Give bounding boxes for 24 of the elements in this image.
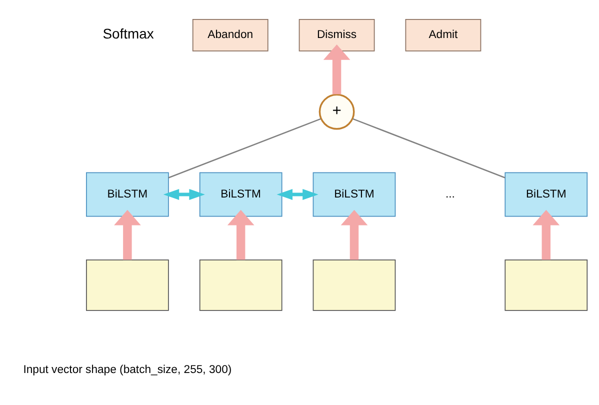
node-box: BiLSTM	[199, 172, 282, 217]
arrow	[323, 44, 350, 94]
node-box: BiLSTM	[86, 172, 169, 217]
label: ...	[445, 188, 455, 200]
node-box: Dismiss	[298, 19, 375, 52]
arrow	[227, 210, 254, 260]
arrow	[532, 210, 560, 260]
arrow	[340, 210, 368, 260]
arrow	[114, 210, 141, 260]
connector	[352, 118, 506, 178]
node-box	[199, 259, 282, 311]
node-box: BiLSTM	[504, 172, 588, 217]
node-circle: +	[318, 94, 355, 130]
node-box: Abandon	[192, 19, 268, 52]
node-box	[504, 259, 588, 311]
node-box	[86, 259, 169, 311]
node-box	[312, 259, 396, 311]
arrow	[276, 188, 318, 200]
node-box: Admit	[405, 19, 482, 52]
label: Softmax	[102, 26, 154, 42]
arrow	[163, 188, 205, 200]
label: Input vector shape (batch_size, 255, 300)	[23, 364, 232, 376]
node-box: BiLSTM	[312, 172, 396, 217]
connector	[168, 118, 322, 178]
